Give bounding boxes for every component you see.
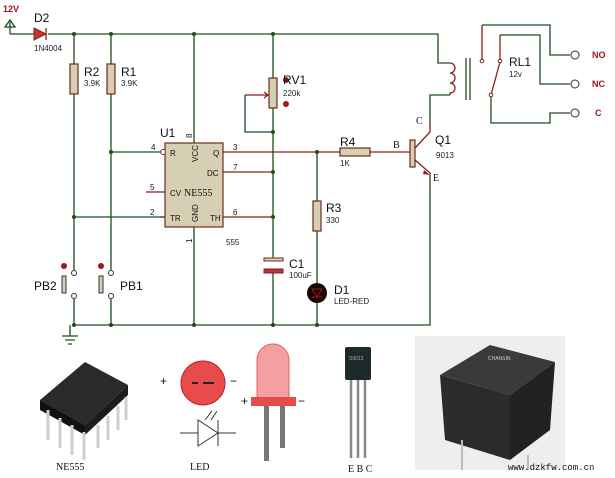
q1-ref: Q1 bbox=[435, 133, 451, 147]
watermark: www.dzkfw.com.cn bbox=[508, 463, 594, 473]
resistor-r1: R1 3.9K bbox=[106, 63, 138, 95]
capacitor-c1: C1 100uF bbox=[263, 257, 312, 280]
ground-icon bbox=[62, 325, 78, 345]
resistor-r3: R3 330 bbox=[312, 152, 342, 325]
led-minus: − bbox=[298, 394, 305, 408]
pb2-ref: PB2 bbox=[34, 279, 57, 293]
terminals: NO NC C bbox=[570, 50, 606, 118]
relay-rl1: RL1 12v bbox=[449, 24, 570, 124]
terminal-no bbox=[570, 50, 580, 60]
photo-led: + − + − LED bbox=[160, 343, 305, 473]
led-label: LED bbox=[190, 462, 209, 473]
led-symbol-icon bbox=[180, 410, 236, 447]
photo-ne555: NE555 bbox=[40, 362, 128, 473]
r2-ref: R2 bbox=[84, 65, 100, 79]
rv1-value: 220k bbox=[283, 89, 301, 98]
led-plus: + bbox=[160, 374, 167, 388]
resistor-r4: R4 1K bbox=[339, 135, 410, 168]
c1-ref: C1 bbox=[289, 257, 305, 271]
pin-cv: CV bbox=[170, 189, 182, 198]
led-minus: − bbox=[230, 374, 237, 388]
pin-number: 6 bbox=[233, 208, 238, 217]
pin-number: 3 bbox=[233, 143, 238, 152]
led-plus: + bbox=[241, 394, 248, 408]
pin-number: 7 bbox=[233, 163, 238, 172]
terminal-nc bbox=[570, 79, 580, 89]
top-rail bbox=[10, 33, 450, 64]
transistor-q1: C B E Q1 9013 bbox=[74, 94, 454, 326]
r3-value: 330 bbox=[326, 216, 340, 225]
pushbutton-pb2: PB2 bbox=[34, 262, 77, 325]
pin-r: R bbox=[170, 149, 176, 158]
pin-number: 1 bbox=[185, 238, 194, 243]
c1-value: 100uF bbox=[289, 271, 312, 280]
d2-value: 1N4004 bbox=[34, 44, 63, 53]
photo-transistor: S9013 E B C bbox=[345, 347, 373, 475]
r1-value: 3.9K bbox=[121, 79, 138, 88]
pin-number: 8 bbox=[185, 133, 194, 138]
pin-dc: DC bbox=[207, 169, 219, 178]
d1-value: LED-RED bbox=[334, 297, 369, 306]
photo-relay: CHANSIN bbox=[415, 336, 565, 470]
u1-ref: U1 bbox=[160, 126, 176, 140]
terminal-nc-label: NC bbox=[592, 79, 605, 89]
transistor-marking: S9013 bbox=[349, 356, 364, 362]
r1-ref: R1 bbox=[121, 65, 137, 79]
pin-number: 2 bbox=[150, 208, 155, 217]
d2-ref: D2 bbox=[34, 11, 50, 25]
power-12v: 12V bbox=[3, 4, 19, 34]
potentiometer-rv1: RV1 220k bbox=[244, 34, 306, 325]
terminal-no-label: NO bbox=[592, 50, 606, 60]
pin-th: TH bbox=[210, 214, 221, 223]
r3-ref: R3 bbox=[326, 201, 342, 215]
rv1-ref: RV1 bbox=[283, 73, 306, 87]
pin-tr: TR bbox=[170, 214, 181, 223]
q1-value: 9013 bbox=[436, 151, 454, 160]
r2-value: 3.9K bbox=[84, 79, 101, 88]
terminal-c-label: C bbox=[595, 108, 602, 118]
led-d1: D1 LED-RED bbox=[307, 283, 369, 306]
d1-ref: D1 bbox=[334, 283, 350, 297]
u1-chip: NE555 bbox=[184, 188, 212, 199]
pushbutton-pb1: PB1 bbox=[98, 262, 143, 325]
power-label: 12V bbox=[3, 4, 19, 14]
rl1-value: 12v bbox=[509, 70, 522, 79]
q1-c: C bbox=[416, 116, 423, 127]
q1-e: E bbox=[433, 173, 439, 184]
u1-sub: 555 bbox=[226, 238, 240, 247]
rl1-ref: RL1 bbox=[509, 55, 531, 69]
pin-vcc: VCC bbox=[191, 145, 200, 162]
ic-u1-ne555: U1 R Q DC CV TR TH VCC GND NE555 555 4 8… bbox=[146, 34, 340, 325]
pin-number: 4 bbox=[151, 143, 156, 152]
r4-value: 1K bbox=[340, 159, 350, 168]
resistor-r2: R2 3.9K bbox=[69, 63, 101, 95]
r4-ref: R4 bbox=[340, 135, 356, 149]
pin-q: Q bbox=[213, 149, 219, 158]
ne555-label: NE555 bbox=[56, 462, 84, 473]
pin-gnd: GND bbox=[191, 204, 200, 222]
q1-b: B bbox=[393, 140, 400, 151]
transistor-pin-labels: E B C bbox=[348, 464, 373, 475]
diode-d2: D2 1N4004 bbox=[33, 11, 63, 53]
relay-marking: CHANSIN bbox=[488, 356, 511, 362]
pb1-ref: PB1 bbox=[120, 279, 143, 293]
pin-number: 5 bbox=[150, 183, 155, 192]
power-arrow-icon bbox=[3, 18, 17, 34]
terminal-c bbox=[570, 108, 580, 118]
